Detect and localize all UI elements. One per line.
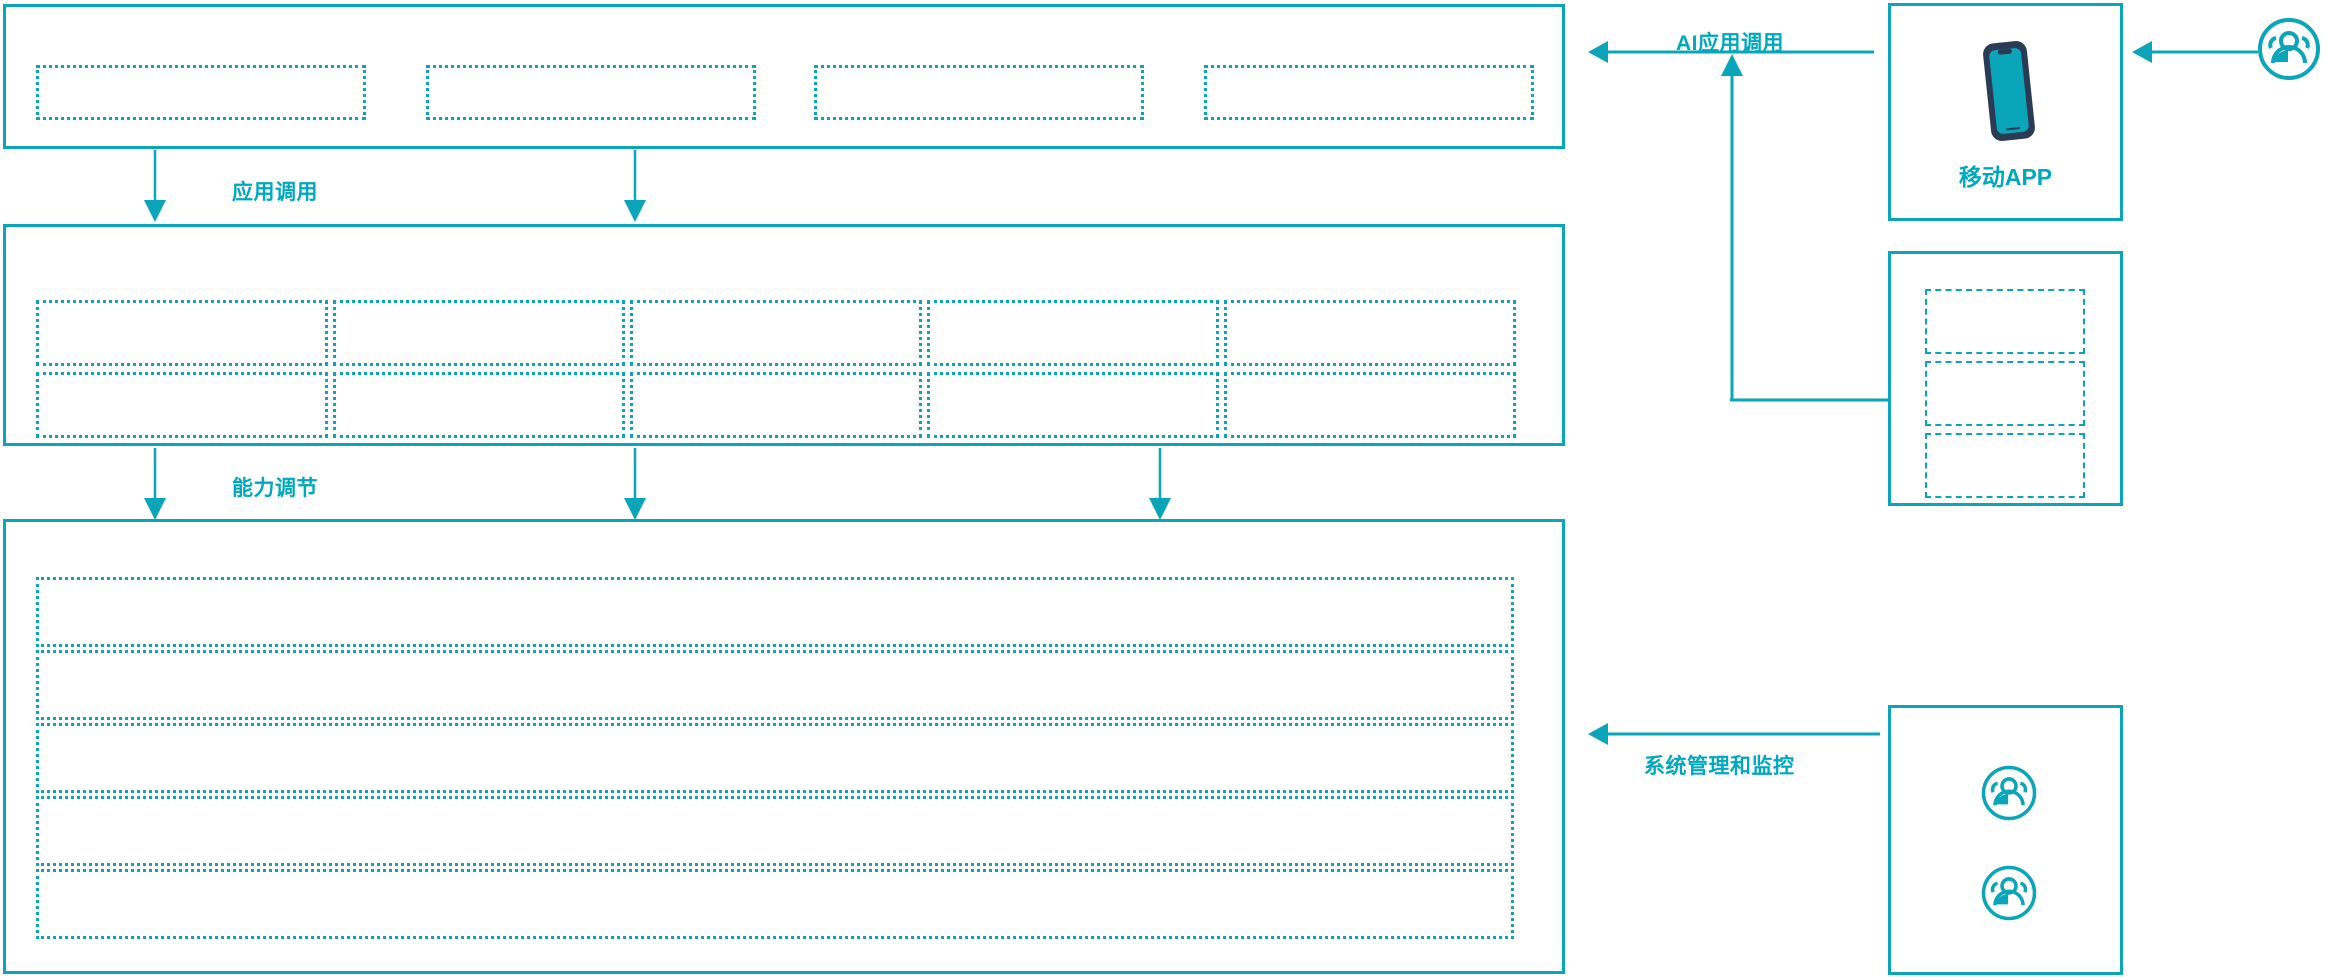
- channel-node[interactable]: [1888, 251, 2123, 506]
- arrow-capability-to-infra-right: [1149, 448, 1171, 520]
- application-layer-panel: [3, 4, 1565, 149]
- arrow-ai-app-call: [1588, 41, 1874, 63]
- capability-box-r1c4[interactable]: [927, 300, 1219, 366]
- capability-box-r2c5[interactable]: [1224, 372, 1516, 438]
- connector-channel-to-riser: [1730, 398, 1892, 402]
- channel-box-1[interactable]: [1925, 289, 2085, 354]
- arrow-app-to-capability-right: [624, 150, 646, 222]
- channel-box-3[interactable]: [1925, 433, 2085, 498]
- capability-box-r1c3[interactable]: [630, 300, 922, 366]
- infrastructure-row-5[interactable]: [36, 869, 1514, 939]
- external-user-group-icon: [2256, 16, 2322, 82]
- mobile-app-node[interactable]: 移动APP: [1888, 3, 2123, 221]
- application-layer-box-1[interactable]: [36, 65, 366, 120]
- capability-box-r2c2[interactable]: [333, 372, 625, 438]
- application-layer-box-2[interactable]: [426, 65, 756, 120]
- arrow-capability-to-infra-middle: [624, 448, 646, 520]
- application-layer-box-4[interactable]: [1204, 65, 1534, 120]
- operations-user-group-icon-2: [1980, 864, 2038, 922]
- arrow-app-to-capability-left: [144, 150, 166, 222]
- flow-label-app-call: 应用调用: [232, 181, 318, 204]
- infrastructure-row-4[interactable]: [36, 796, 1514, 866]
- flow-label-capability-adjust: 能力调节: [232, 477, 318, 500]
- capability-box-r2c3[interactable]: [630, 372, 922, 438]
- arrow-capability-to-infra-left: [144, 448, 166, 520]
- mobile-app-caption: 移动APP: [1958, 164, 2053, 190]
- arrow-system-manage-monitor: [1588, 723, 1880, 745]
- arrow-user-to-mobile-app: [2132, 41, 2258, 63]
- arrow-channel-riser: [1721, 54, 1743, 400]
- capability-box-r1c5[interactable]: [1224, 300, 1516, 366]
- infrastructure-row-3[interactable]: [36, 723, 1514, 793]
- capability-box-r1c2[interactable]: [333, 300, 625, 366]
- application-layer-box-3[interactable]: [814, 65, 1144, 120]
- capability-box-r2c1[interactable]: [36, 372, 328, 438]
- operations-user-group-icon-1: [1980, 764, 2038, 822]
- channel-box-2[interactable]: [1925, 361, 2085, 426]
- flow-label-ai-app-call: AI应用调用: [1676, 32, 1784, 55]
- capability-box-r1c1[interactable]: [36, 300, 328, 366]
- operations-node[interactable]: [1888, 705, 2123, 975]
- flow-label-system-manage-monitor: 系统管理和监控: [1644, 755, 1795, 778]
- capability-box-r2c4[interactable]: [927, 372, 1219, 438]
- infrastructure-row-1[interactable]: [36, 577, 1514, 647]
- infrastructure-layer-panel: [3, 519, 1565, 974]
- capability-layer-panel: [3, 224, 1565, 446]
- infrastructure-row-2[interactable]: [36, 650, 1514, 720]
- smartphone-icon: [1975, 36, 2043, 146]
